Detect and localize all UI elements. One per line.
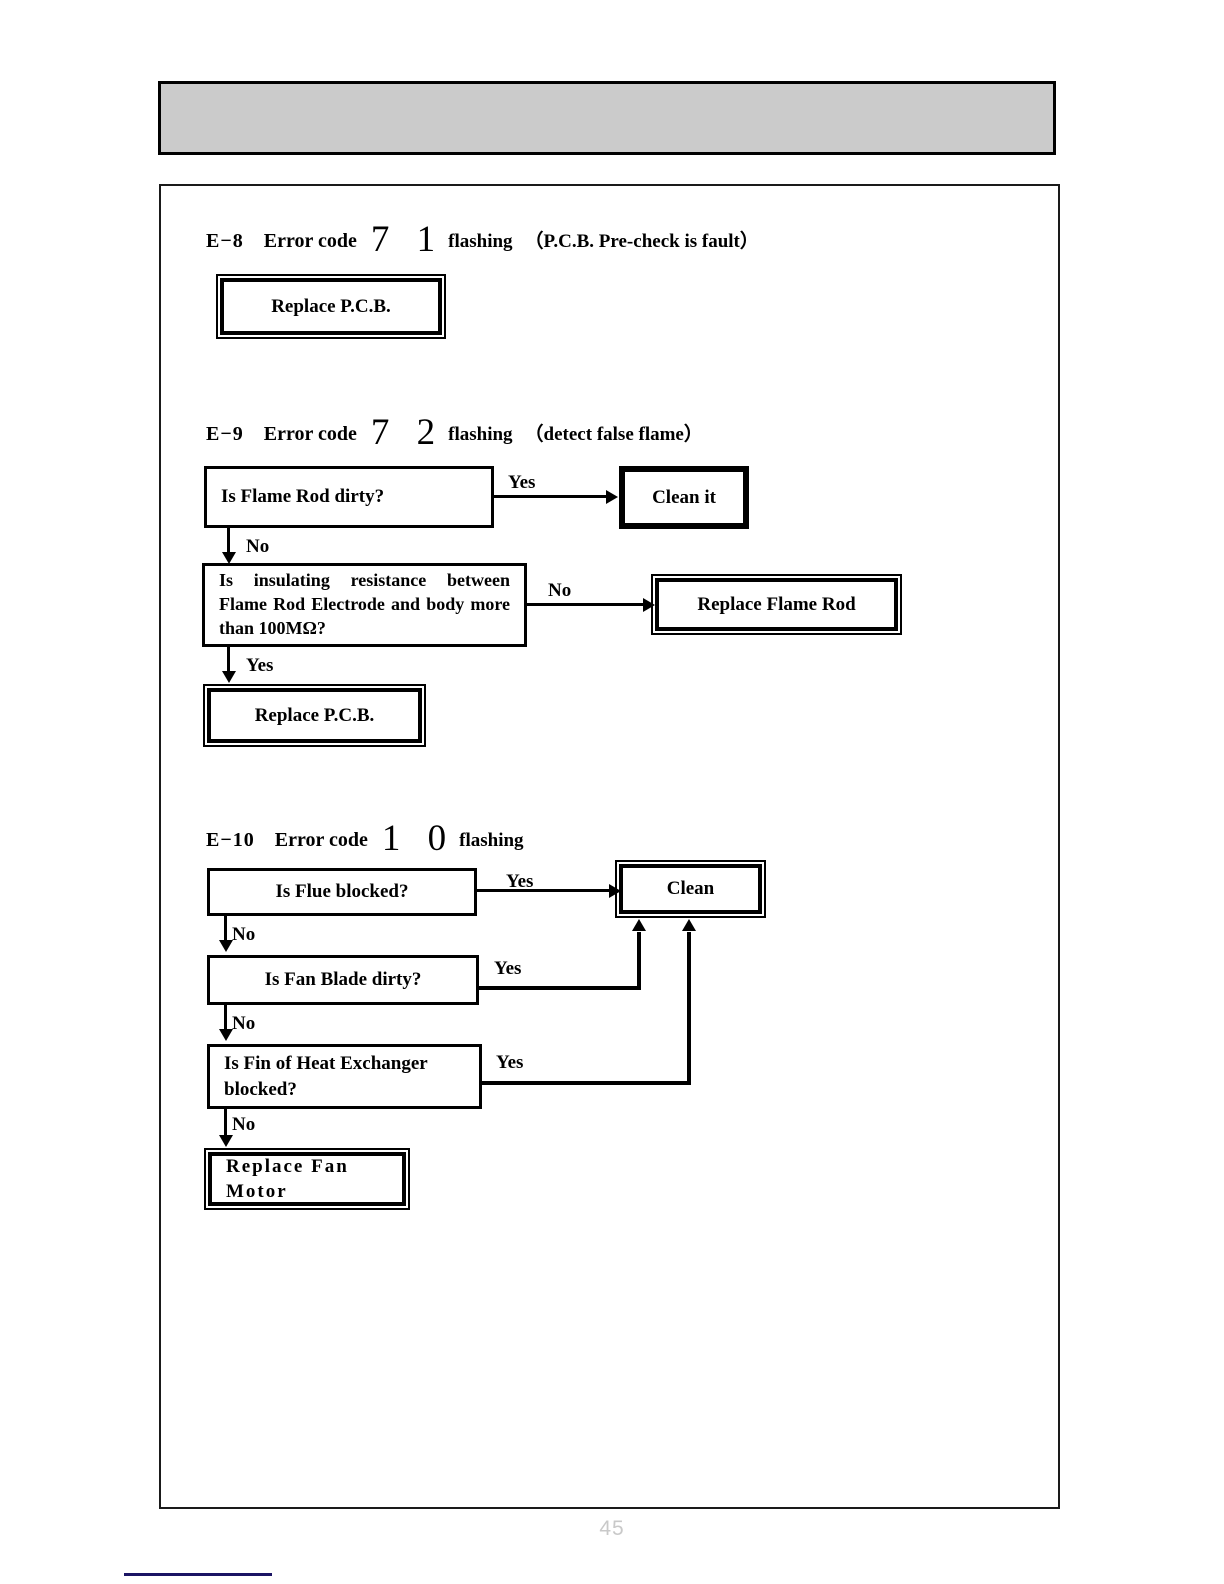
- edge-label-no-fan-blade: No: [232, 924, 256, 945]
- edge-label-yes-clean-it: Yes: [508, 472, 536, 493]
- header-band: [158, 81, 1056, 155]
- arrowhead-replace-fan-motor: [219, 1135, 233, 1147]
- edge-line-yes-clean-fin-v: [687, 932, 691, 1085]
- edge-line-yes-clean-fin-h: [482, 1081, 691, 1085]
- arrowhead-clean-it: [606, 490, 618, 504]
- error-code-label-e9: Error code: [263, 423, 357, 445]
- edge-line-no-insulating: [227, 528, 230, 558]
- flashing-label-e8: flashing: [448, 231, 513, 252]
- error-digits-e9: 7 2: [370, 412, 445, 453]
- footer-rule: [124, 1573, 272, 1576]
- box-is-insulating-resistance[interactable]: Is insulating resistance between Flame R…: [202, 563, 527, 647]
- arrowhead-clean-from-fan: [632, 919, 646, 931]
- section-note-e9: （detect false flame）: [524, 424, 703, 445]
- edge-label-yes-replace-pcb: Yes: [246, 655, 274, 676]
- edge-line-yes-clean-it: [494, 495, 606, 498]
- arrowhead-fan-blade: [219, 940, 233, 952]
- box-label: Is Flame Rod dirty?: [221, 486, 385, 508]
- section-note-e8: （P.C.B. Pre-check is fault）: [524, 231, 759, 252]
- box-clean[interactable]: Clean: [615, 860, 766, 918]
- edge-label-yes-clean-fan: Yes: [494, 958, 522, 979]
- box-clean-it[interactable]: Clean it: [619, 466, 749, 529]
- edge-label-no-replace-flame-rod: No: [548, 580, 572, 601]
- error-digits-e8: 7 1: [370, 219, 445, 260]
- arrowhead-insulating: [222, 552, 236, 564]
- edge-label-yes-clean-flue: Yes: [506, 871, 534, 892]
- edge-line-no-fin: [224, 1005, 227, 1035]
- error-code-label-e8: Error code: [263, 230, 357, 252]
- edge-label-no-fin: No: [232, 1013, 256, 1034]
- box-replace-pcb-e8[interactable]: Replace P.C.B.: [216, 274, 446, 339]
- edge-line-no-replace-flame-rod: [527, 603, 643, 606]
- box-replace-fan-motor[interactable]: Replace Fan Motor: [204, 1148, 410, 1210]
- flashing-label-e10: flashing: [459, 830, 524, 851]
- box-label: Replace Fan Motor: [226, 1155, 349, 1202]
- box-label: Is Flue blocked?: [275, 881, 409, 903]
- box-label: Replace Flame Rod: [697, 593, 856, 615]
- box-label: Replace P.C.B.: [254, 704, 375, 726]
- edge-line-no-fan-blade: [224, 916, 227, 946]
- edge-line-no-replace-fan-motor: [224, 1109, 227, 1141]
- error-digits-e10: 1 0: [381, 818, 456, 859]
- edge-label-yes-clean-fin: Yes: [496, 1052, 524, 1073]
- content-frame: [159, 184, 1060, 1509]
- box-label: Replace P.C.B.: [271, 295, 391, 317]
- box-label: Is insulating resistance between Flame R…: [219, 570, 510, 638]
- box-label: Clean it: [652, 486, 716, 508]
- box-label: Is Fan Blade dirty?: [264, 969, 422, 991]
- edge-line-yes-clean-flue: [477, 889, 609, 892]
- arrowhead-clean-from-flue: [609, 884, 621, 898]
- arrowhead-replace-pcb-e9: [222, 671, 236, 683]
- arrowhead-fin: [219, 1029, 233, 1041]
- edge-label-no-replace-fan-motor: No: [232, 1114, 256, 1135]
- box-label: Clean: [666, 878, 715, 900]
- edge-line-yes-clean-fan-h: [479, 986, 641, 990]
- error-code-e10: E−10: [206, 829, 255, 851]
- page-number: 45: [599, 1517, 625, 1540]
- error-code-e8: E−8: [206, 230, 244, 252]
- box-is-flame-rod-dirty[interactable]: Is Flame Rod dirty?: [204, 466, 494, 528]
- arrowhead-clean-from-fin: [682, 919, 696, 931]
- edge-line-yes-clean-fan-v: [637, 932, 641, 990]
- error-code-e9: E−9: [206, 423, 244, 445]
- box-replace-flame-rod[interactable]: Replace Flame Rod: [651, 574, 902, 635]
- error-code-label-e10: Error code: [274, 829, 368, 851]
- arrowhead-replace-flame-rod: [643, 598, 655, 612]
- flashing-label-e9: flashing: [448, 424, 513, 445]
- box-is-fin-of-heat-exchanger-blocked[interactable]: Is Fin of Heat Exchanger blocked?: [207, 1044, 482, 1109]
- box-label: Is Fin of Heat Exchanger blocked?: [224, 1053, 428, 1100]
- edge-label-no-insulating: No: [246, 536, 270, 557]
- box-is-fan-blade-dirty[interactable]: Is Fan Blade dirty?: [207, 955, 479, 1005]
- box-replace-pcb-e9[interactable]: Replace P.C.B.: [203, 684, 426, 747]
- box-is-flue-blocked[interactable]: Is Flue blocked?: [207, 868, 477, 916]
- edge-line-yes-replace-pcb: [227, 647, 230, 677]
